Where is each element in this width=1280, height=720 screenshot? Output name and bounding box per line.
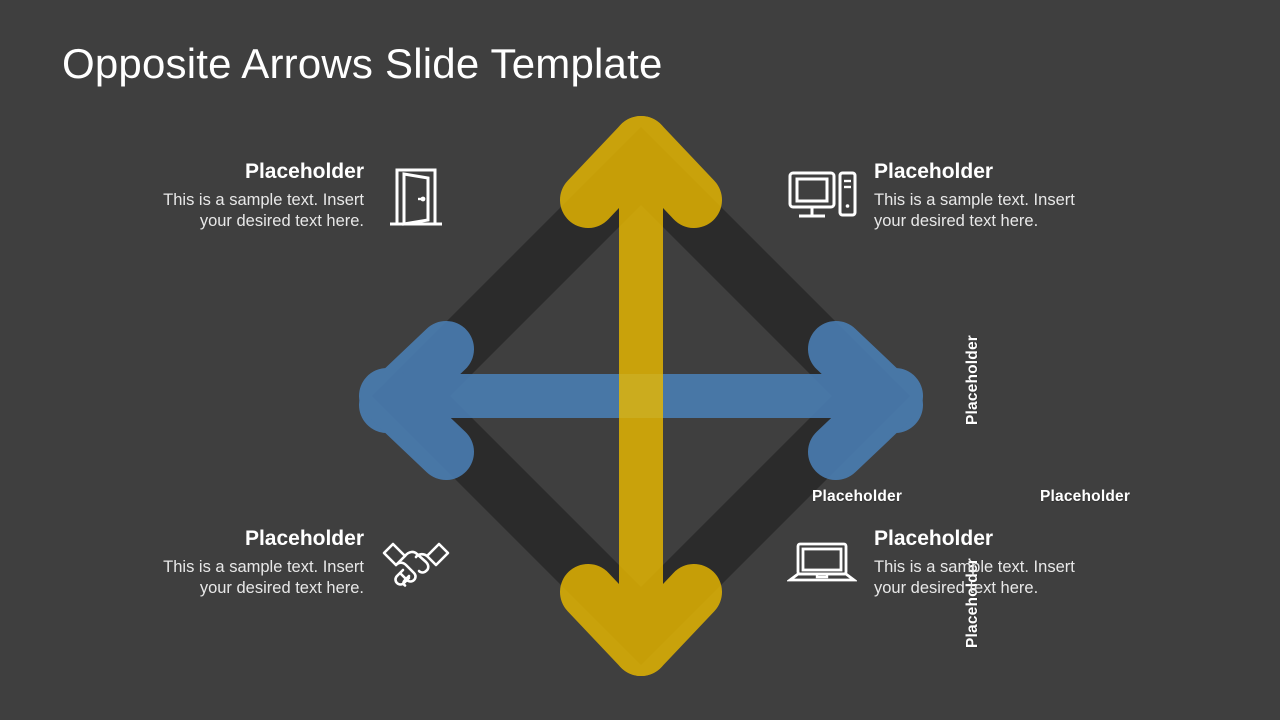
arrow-horizontal-blue <box>359 321 923 480</box>
arrow-shaft-vertical <box>619 136 663 656</box>
block-heading: Placeholder <box>244 160 364 183</box>
text-group-top-left: Placeholder This is a sample text. Inser… <box>132 160 364 231</box>
block-heading: Placeholder <box>874 527 994 550</box>
content-block-top-left: Placeholder This is a sample text. Inser… <box>132 160 452 232</box>
desktop-computer-icon <box>786 160 858 232</box>
diamond-frame-shape <box>372 127 910 665</box>
open-door-icon <box>380 160 452 232</box>
text-group-bottom-left: Placeholder This is a sample text. Inser… <box>132 527 364 598</box>
arrow-label-up: Placeholder <box>964 334 981 426</box>
block-body: This is a sample text. Insert your desir… <box>874 558 1075 597</box>
diagram-graphics <box>359 116 923 676</box>
block-heading: Placeholder <box>874 160 994 183</box>
handshake-icon <box>380 527 452 599</box>
content-block-bottom-right: Placeholder This is a sample text. Inser… <box>786 527 1106 599</box>
arrow-label-left: Placeholder <box>812 488 903 505</box>
block-body: This is a sample text. Insert your desir… <box>163 558 364 597</box>
text-group-top-right: Placeholder This is a sample text. Inser… <box>874 160 1106 231</box>
block-body: This is a sample text. Insert your desir… <box>874 191 1075 230</box>
laptop-icon <box>786 527 858 599</box>
block-heading: Placeholder <box>244 527 364 550</box>
arrow-label-right: Placeholder <box>1040 488 1131 505</box>
arrow-vertical-yellow <box>560 116 722 676</box>
text-group-bottom-right: Placeholder This is a sample text. Inser… <box>874 527 1106 598</box>
page-title: Opposite Arrows Slide Template <box>62 40 663 87</box>
block-body: This is a sample text. Insert your desir… <box>163 191 364 230</box>
opposite-arrows-diagram: Placeholder Placeholder Placeholder Plac… <box>340 100 1130 700</box>
content-block-top-right: Placeholder This is a sample text. Inser… <box>786 160 1106 232</box>
content-block-bottom-left: Placeholder This is a sample text. Inser… <box>132 527 452 599</box>
